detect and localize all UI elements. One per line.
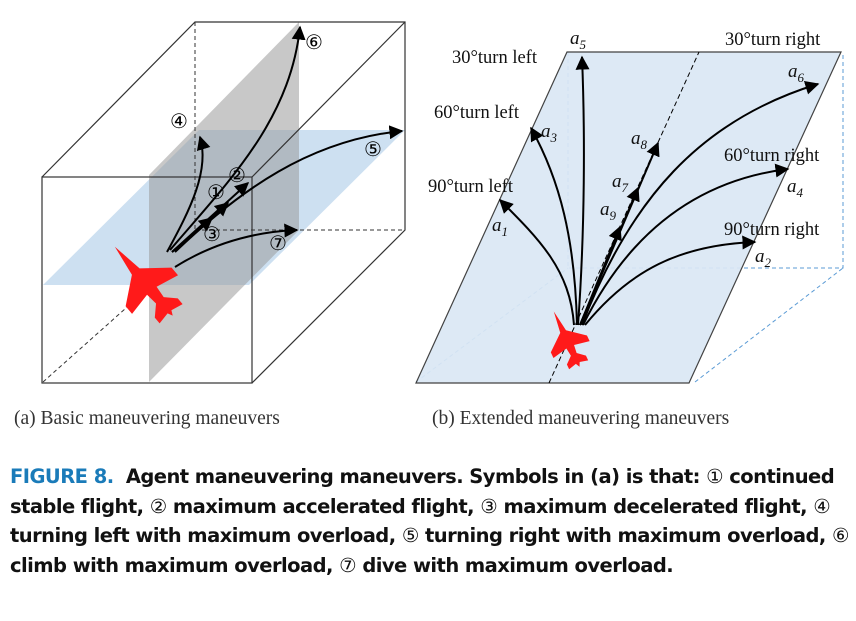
maneuver-markers: ① ② ③ ④ ⑤ ⑥ ⑦ — [170, 32, 382, 255]
label-60-left: 60°turn left — [434, 103, 520, 123]
action-label-a6: a6 — [788, 61, 805, 85]
caption-item: ② maximum accelerated flight, — [149, 494, 475, 518]
trajectory-a8 — [579, 141, 660, 326]
aircraft-icon — [114, 246, 183, 324]
trajectory-turn-right — [174, 125, 404, 253]
figure-diagram: ① ② ③ ④ ⑤ ⑥ ⑦ — [41, 21, 844, 384]
maneuver-plane — [415, 51, 842, 384]
label-60-right: 60°turn right — [724, 146, 820, 166]
figure-caption: FIGURE 8. Agent maneuvering maneuvers. S… — [10, 462, 856, 580]
direction-labels: 30°turn left 60°turn left 90°turn left 3… — [428, 30, 821, 240]
caption-item: ④ turning left with maximum overload, — [10, 494, 831, 548]
trajectory-a5 — [575, 55, 590, 326]
trajectory-climb — [169, 25, 306, 251]
marker-6: ⑥ — [305, 32, 323, 54]
marker-1: ① — [207, 182, 225, 204]
trajectory-a2 — [584, 235, 757, 326]
action-labels: a1 a2 a3 a4 a5 a6 a7 a8 a9 — [492, 28, 805, 270]
marker-7: ⑦ — [269, 233, 287, 255]
aircraft-icon — [550, 311, 590, 370]
action-label-a1: a1 — [492, 215, 508, 239]
trajectory-turn-left — [166, 135, 211, 253]
figure-label: FIGURE 8. — [10, 465, 114, 488]
marker-4: ④ — [170, 111, 188, 133]
action-label-a2: a2 — [755, 246, 772, 270]
label-90-left: 90°turn left — [428, 177, 514, 197]
trajectory-a6 — [581, 80, 820, 326]
label-30-right: 30°turn right — [725, 30, 821, 50]
vertical-plane — [149, 22, 299, 382]
marker-2: ② — [228, 165, 246, 187]
action-label-a9: a9 — [600, 199, 617, 223]
hidden-edge — [42, 299, 136, 383]
label-30-left: 30°turn left — [452, 48, 538, 68]
subcaption-b: (b) Extended maneuvering maneuvers — [432, 408, 730, 429]
panel-a: ① ② ③ ④ ⑤ ⑥ ⑦ — [41, 21, 406, 384]
caption-item: ⑥ climb with maximum overload, — [10, 524, 850, 577]
panel-b: 30°turn left 60°turn left 90°turn left 3… — [415, 28, 844, 384]
heading-line — [548, 51, 700, 384]
cube-outline — [41, 21, 406, 384]
action-label-a5: a5 — [570, 28, 587, 52]
trajectory-a4 — [582, 163, 790, 326]
action-label-a3: a3 — [541, 121, 558, 145]
caption-lead: Agent maneuvering maneuvers. Symbols in … — [125, 465, 701, 488]
label-90-right: 90°turn right — [724, 220, 820, 240]
action-label-a8: a8 — [631, 128, 648, 152]
subcaption-a: (a) Basic maneuvering maneuvers — [14, 408, 280, 429]
trajectories-a — [166, 25, 404, 268]
caption-item: ⑦ dive with maximum overload. — [339, 553, 674, 577]
trajectories-b — [499, 55, 820, 326]
caption-item: ① continued stable flight, — [10, 465, 835, 518]
marker-3: ③ — [203, 224, 221, 246]
action-label-a4: a4 — [787, 176, 804, 200]
caption-item: ③ maximum decelerated flight, — [480, 494, 808, 518]
trajectory-a1 — [499, 199, 575, 326]
marker-5: ⑤ — [364, 139, 382, 161]
trajectory-a3 — [530, 126, 578, 326]
action-label-a7: a7 — [612, 171, 629, 195]
caption-item: ⑤ turning right with maximum overload, — [401, 524, 827, 547]
trajectory-dive — [174, 223, 299, 268]
